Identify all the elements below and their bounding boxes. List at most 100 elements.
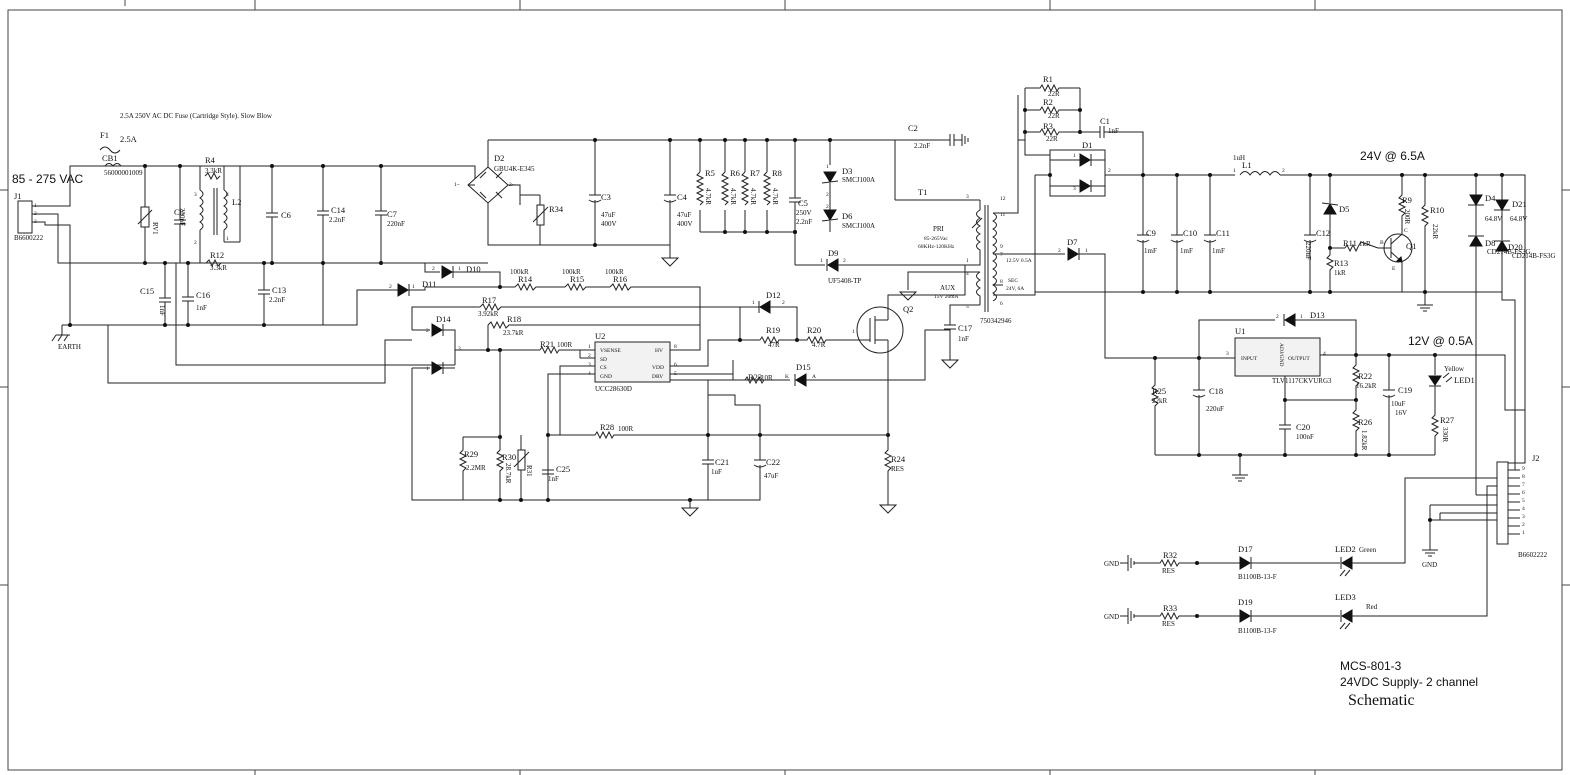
- output-24v-label: 24V @ 6.5A: [1360, 149, 1425, 163]
- output24-section: R1 22R R2 22R R3 22R C1 1nF D1 1 3 2: [1018, 74, 1556, 495]
- svg-text:1nF: 1nF: [196, 304, 207, 312]
- svg-text:D12: D12: [766, 290, 781, 300]
- svg-text:C20: C20: [1296, 422, 1310, 432]
- svg-text:UCC28630D: UCC28630D: [595, 385, 632, 393]
- svg-text:1: 1: [826, 164, 829, 170]
- svg-text:1: 1: [588, 344, 591, 350]
- svg-text:D6: D6: [842, 211, 852, 221]
- svg-text:GND: GND: [1422, 561, 1437, 569]
- l2-winding-a: [199, 189, 204, 231]
- svg-text:4.7kR: 4.7kR: [729, 188, 737, 205]
- svg-text:D19: D19: [1238, 597, 1253, 607]
- svg-text:LED3: LED3: [1335, 592, 1356, 602]
- svg-text:T1: T1: [918, 187, 927, 197]
- svg-text:2: 2: [588, 353, 591, 359]
- svg-text:2.2MR: 2.2MR: [466, 464, 486, 472]
- svg-text:SMCJ100A: SMCJ100A: [842, 176, 875, 184]
- svg-text:C2: C2: [908, 123, 918, 133]
- svg-text:R9: R9: [1402, 195, 1412, 205]
- svg-text:23.7kR: 23.7kR: [503, 329, 524, 337]
- svg-text:4: 4: [1323, 351, 1326, 357]
- svg-text:22kR: 22kR: [1152, 397, 1168, 405]
- d3-tvs: [823, 171, 837, 183]
- svg-text:D5: D5: [1339, 204, 1349, 214]
- svg-text:R26: R26: [1358, 417, 1372, 427]
- svg-text:D7: D7: [1067, 237, 1077, 247]
- svg-text:B1100B-13-F: B1100B-13-F: [1238, 627, 1277, 635]
- svg-text:100nF: 100nF: [1296, 433, 1314, 441]
- svg-text:D14: D14: [436, 314, 451, 324]
- svg-text:R31: R31: [525, 465, 533, 477]
- svg-text:4.7kR: 4.7kR: [749, 188, 757, 205]
- svg-text:Q2: Q2: [903, 304, 913, 314]
- svg-text:C16: C16: [196, 290, 210, 300]
- svg-text:1uF: 1uF: [711, 468, 722, 476]
- svg-text:R33: R33: [1163, 603, 1177, 613]
- svg-text:16.2kR: 16.2kR: [1356, 382, 1377, 390]
- svg-text:2: 2: [1276, 314, 1279, 320]
- svg-text:Q1: Q1: [1406, 241, 1416, 251]
- svg-text:C9: C9: [1146, 228, 1156, 238]
- svg-text:R14: R14: [518, 274, 533, 284]
- svg-text:3: 3: [1522, 514, 1525, 520]
- fuse-value: 2.5A: [120, 134, 138, 144]
- svg-text:9: 9: [1522, 466, 1525, 472]
- svg-text:1kR: 1kR: [1334, 269, 1346, 277]
- svg-text:R22: R22: [1358, 371, 1372, 381]
- bridge-section: D2 GBU4K-E345 1~ 2~ R34 C3 47uF 400V: [454, 138, 895, 267]
- svg-text:1nF: 1nF: [958, 335, 969, 343]
- svg-text:28.7kR: 28.7kR: [504, 463, 512, 484]
- svg-text:CS: CS: [600, 365, 607, 371]
- svg-text:GND: GND: [1104, 560, 1119, 568]
- svg-text:R16: R16: [613, 274, 627, 284]
- svg-text:5: 5: [1522, 498, 1525, 504]
- svg-text:6: 6: [674, 362, 677, 368]
- svg-text:D17: D17: [1238, 544, 1253, 554]
- svg-text:3.3kR: 3.3kR: [205, 167, 222, 175]
- earth-label: EARTH: [58, 343, 81, 351]
- l2-winding-b: [223, 189, 228, 231]
- svg-text:U2: U2: [595, 331, 605, 341]
- svg-text:1nF: 1nF: [158, 305, 166, 316]
- svg-text:R29: R29: [464, 449, 478, 459]
- svg-text:C15: C15: [140, 286, 154, 296]
- svg-text:R27: R27: [1440, 415, 1454, 425]
- svg-text:330R: 330R: [1441, 427, 1449, 443]
- svg-text:SD: SD: [600, 357, 607, 363]
- svg-text:R10: R10: [1430, 205, 1444, 215]
- svg-text:2: 2: [843, 258, 846, 264]
- svg-text:16V: 16V: [1395, 409, 1407, 417]
- svg-text:C1: C1: [1100, 116, 1110, 126]
- svg-text:10uF: 10uF: [1391, 400, 1406, 408]
- svg-text:GBU4K-E345: GBU4K-E345: [494, 165, 535, 173]
- project-description: 24VDC Supply- 2 channel: [1340, 675, 1478, 689]
- svg-text:8: 8: [1000, 279, 1003, 285]
- svg-text:CD214B-FS3G: CD214B-FS3G: [1487, 248, 1531, 256]
- svg-text:CD214B-FS3G: CD214B-FS3G: [1512, 252, 1556, 260]
- svg-text:R3: R3: [1043, 121, 1053, 131]
- svg-text:A: A: [812, 374, 816, 380]
- svg-text:1: 1: [852, 329, 855, 335]
- svg-text:RES: RES: [1162, 620, 1175, 628]
- u2-controller-ic: [594, 341, 671, 383]
- svg-text:2: 2: [826, 204, 829, 210]
- svg-text:C6: C6: [281, 210, 291, 220]
- svg-text:1: 1: [226, 236, 229, 242]
- svg-text:RES: RES: [891, 465, 904, 473]
- svg-text:B1100B-13-F: B1100B-13-F: [1238, 573, 1277, 581]
- svg-text:100R: 100R: [557, 341, 573, 349]
- svg-text:ADJ/GND: ADJ/GND: [1278, 343, 1284, 367]
- svg-text:64.8V: 64.8V: [1510, 215, 1527, 223]
- svg-text:24V, 6A: 24V, 6A: [1006, 286, 1024, 292]
- svg-text:22R: 22R: [1046, 135, 1058, 143]
- svg-text:400V: 400V: [677, 220, 693, 228]
- svg-text:C10: C10: [1183, 228, 1197, 238]
- svg-text:1mF: 1mF: [1144, 247, 1157, 255]
- svg-text:64.8V: 64.8V: [1485, 215, 1502, 223]
- svg-text:60KHz-120KHz: 60KHz-120KHz: [918, 244, 955, 250]
- svg-text:R18: R18: [507, 314, 521, 324]
- svg-text:1mF: 1mF: [1212, 247, 1225, 255]
- svg-text:D2: D2: [494, 153, 504, 163]
- d9-diode: [827, 258, 839, 272]
- svg-text:7: 7: [1000, 252, 1003, 258]
